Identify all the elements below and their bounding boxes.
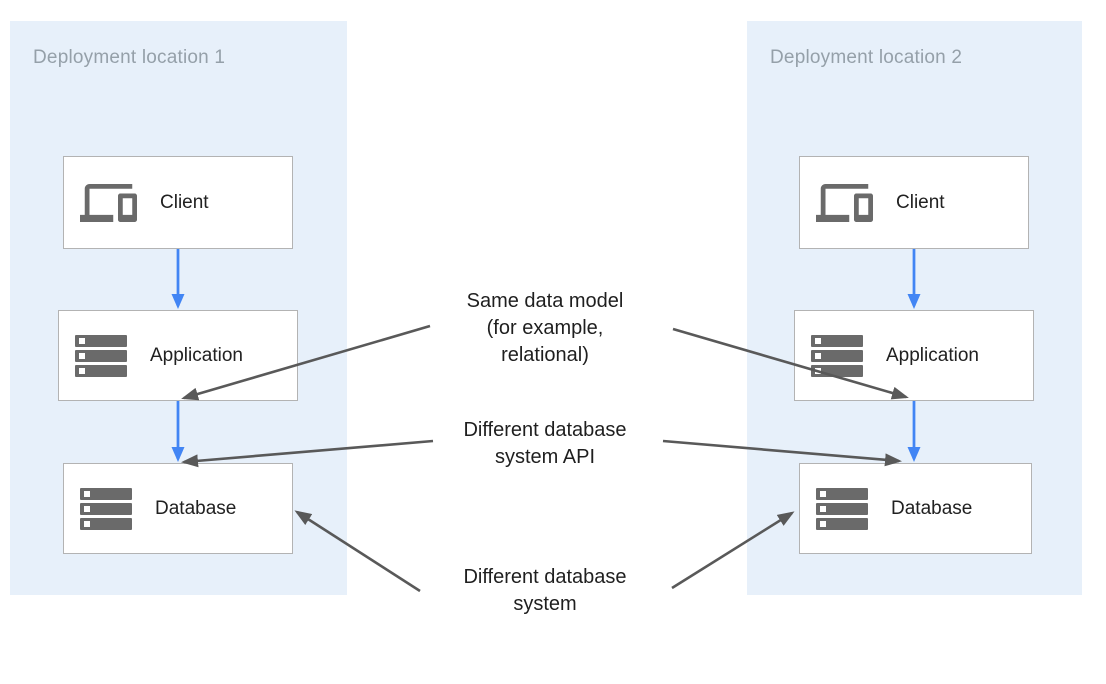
node-label: Application bbox=[150, 344, 243, 366]
annotation-different-database-system: Different database system bbox=[405, 564, 685, 618]
client-box-location-2: Client bbox=[799, 156, 1029, 249]
devices-icon bbox=[816, 183, 873, 222]
server-stack-icon bbox=[816, 487, 868, 530]
panel-title-location-1: Deployment location 1 bbox=[33, 47, 226, 68]
node-label: Client bbox=[896, 191, 945, 213]
node-label: Database bbox=[155, 497, 237, 519]
note-line: (for example, bbox=[486, 317, 604, 339]
database-box-location-1: Database bbox=[63, 463, 293, 554]
node-label: Client bbox=[160, 191, 209, 213]
note-line: Different database bbox=[463, 566, 627, 588]
note-line: relational) bbox=[501, 344, 589, 366]
note-line: system API bbox=[494, 446, 596, 468]
database-box-location-2: Database bbox=[799, 463, 1032, 554]
note-line: system bbox=[513, 593, 577, 615]
note-line: Different database bbox=[463, 419, 627, 441]
node-label: Application bbox=[886, 344, 979, 366]
devices-icon bbox=[80, 183, 137, 222]
panel-title-location-2: Deployment location 2 bbox=[770, 47, 963, 68]
note-line: Same data model bbox=[466, 290, 624, 312]
server-stack-icon bbox=[75, 334, 127, 377]
application-box-location-2: Application bbox=[794, 310, 1034, 401]
client-box-location-1: Client bbox=[63, 156, 293, 249]
annotation-same-data-model: Same data model (for example, relational… bbox=[405, 288, 685, 369]
application-box-location-1: Application bbox=[58, 310, 298, 401]
annotation-different-database-system-api: Different database system API bbox=[405, 417, 685, 471]
server-stack-icon bbox=[80, 487, 132, 530]
server-stack-icon bbox=[811, 334, 863, 377]
node-label: Database bbox=[891, 497, 973, 519]
